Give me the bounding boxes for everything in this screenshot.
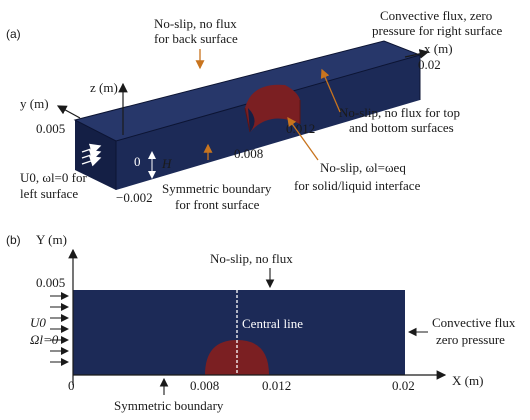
tick-b-0005: 0.005: [36, 275, 65, 290]
tick-b-0: 0: [68, 378, 75, 393]
axis-y-label: y (m): [20, 96, 49, 111]
top-bottom-line1: No-slip, no flux for top: [339, 105, 460, 120]
axis-X-label: X (m): [452, 373, 483, 388]
tick-neg0002: −0.002: [116, 190, 153, 205]
tick-0005: 0.005: [36, 121, 65, 136]
tick-b-0008: 0.008: [190, 378, 219, 393]
axis-x: [404, 49, 430, 59]
left-surface-line1: U0, ωl=0 for: [20, 170, 87, 185]
right-wall-line2: zero pressure: [436, 332, 505, 347]
tick-0012: 0.012: [286, 121, 315, 136]
tick-0008: 0.008: [234, 146, 263, 161]
bottom-label: Symmetric boundary: [114, 398, 224, 413]
axis-z-label: z (m): [90, 80, 118, 95]
panel-b-tag: (b): [6, 233, 21, 247]
domain-side-face: [116, 55, 420, 190]
panel-b-2d-domain: Central line: [73, 290, 405, 375]
origin-zero-label: 0: [134, 154, 141, 169]
tick-b-002: 0.02: [392, 378, 415, 393]
back-surface-line1: No-slip, no flux: [154, 16, 237, 31]
axis-x-label: x (m): [424, 41, 453, 56]
panel-a-3d-domain: 0: [73, 40, 422, 190]
tick-002: 0.02: [418, 57, 441, 72]
central-line-label: Central line: [242, 316, 303, 331]
right-surface-line2: pressure for right surface: [372, 23, 503, 38]
right-surface-line1: Convective flux, zero: [380, 8, 492, 23]
interface-line2: for solid/liquid interface: [294, 178, 421, 193]
inlet-arrows: [50, 292, 69, 366]
top-wall-label: No-slip, no flux: [210, 251, 293, 266]
front-surface-line2: for front surface: [175, 197, 260, 212]
tick-b-0012: 0.012: [262, 378, 291, 393]
right-wall-line1: Convective flux: [432, 315, 516, 330]
front-surface-line1: Symmetric boundary: [162, 181, 272, 196]
inlet-U0: U0: [30, 315, 46, 330]
solid-liquid-interface: [245, 84, 300, 132]
height-label: H: [161, 156, 172, 171]
back-surface-line2: for back surface: [154, 31, 238, 46]
axis-y: [56, 105, 81, 119]
interface-line1: No-slip, ωl=ωeq: [320, 160, 406, 175]
inlet-omega: Ωl=0: [30, 332, 59, 347]
axis-Y-label: Y (m): [36, 232, 67, 247]
top-bottom-line2: and bottom surfaces: [349, 120, 454, 135]
left-surface-line2: left surface: [20, 186, 78, 201]
domain-top-face: [75, 41, 420, 141]
panel-a-tag: (a): [6, 27, 21, 41]
